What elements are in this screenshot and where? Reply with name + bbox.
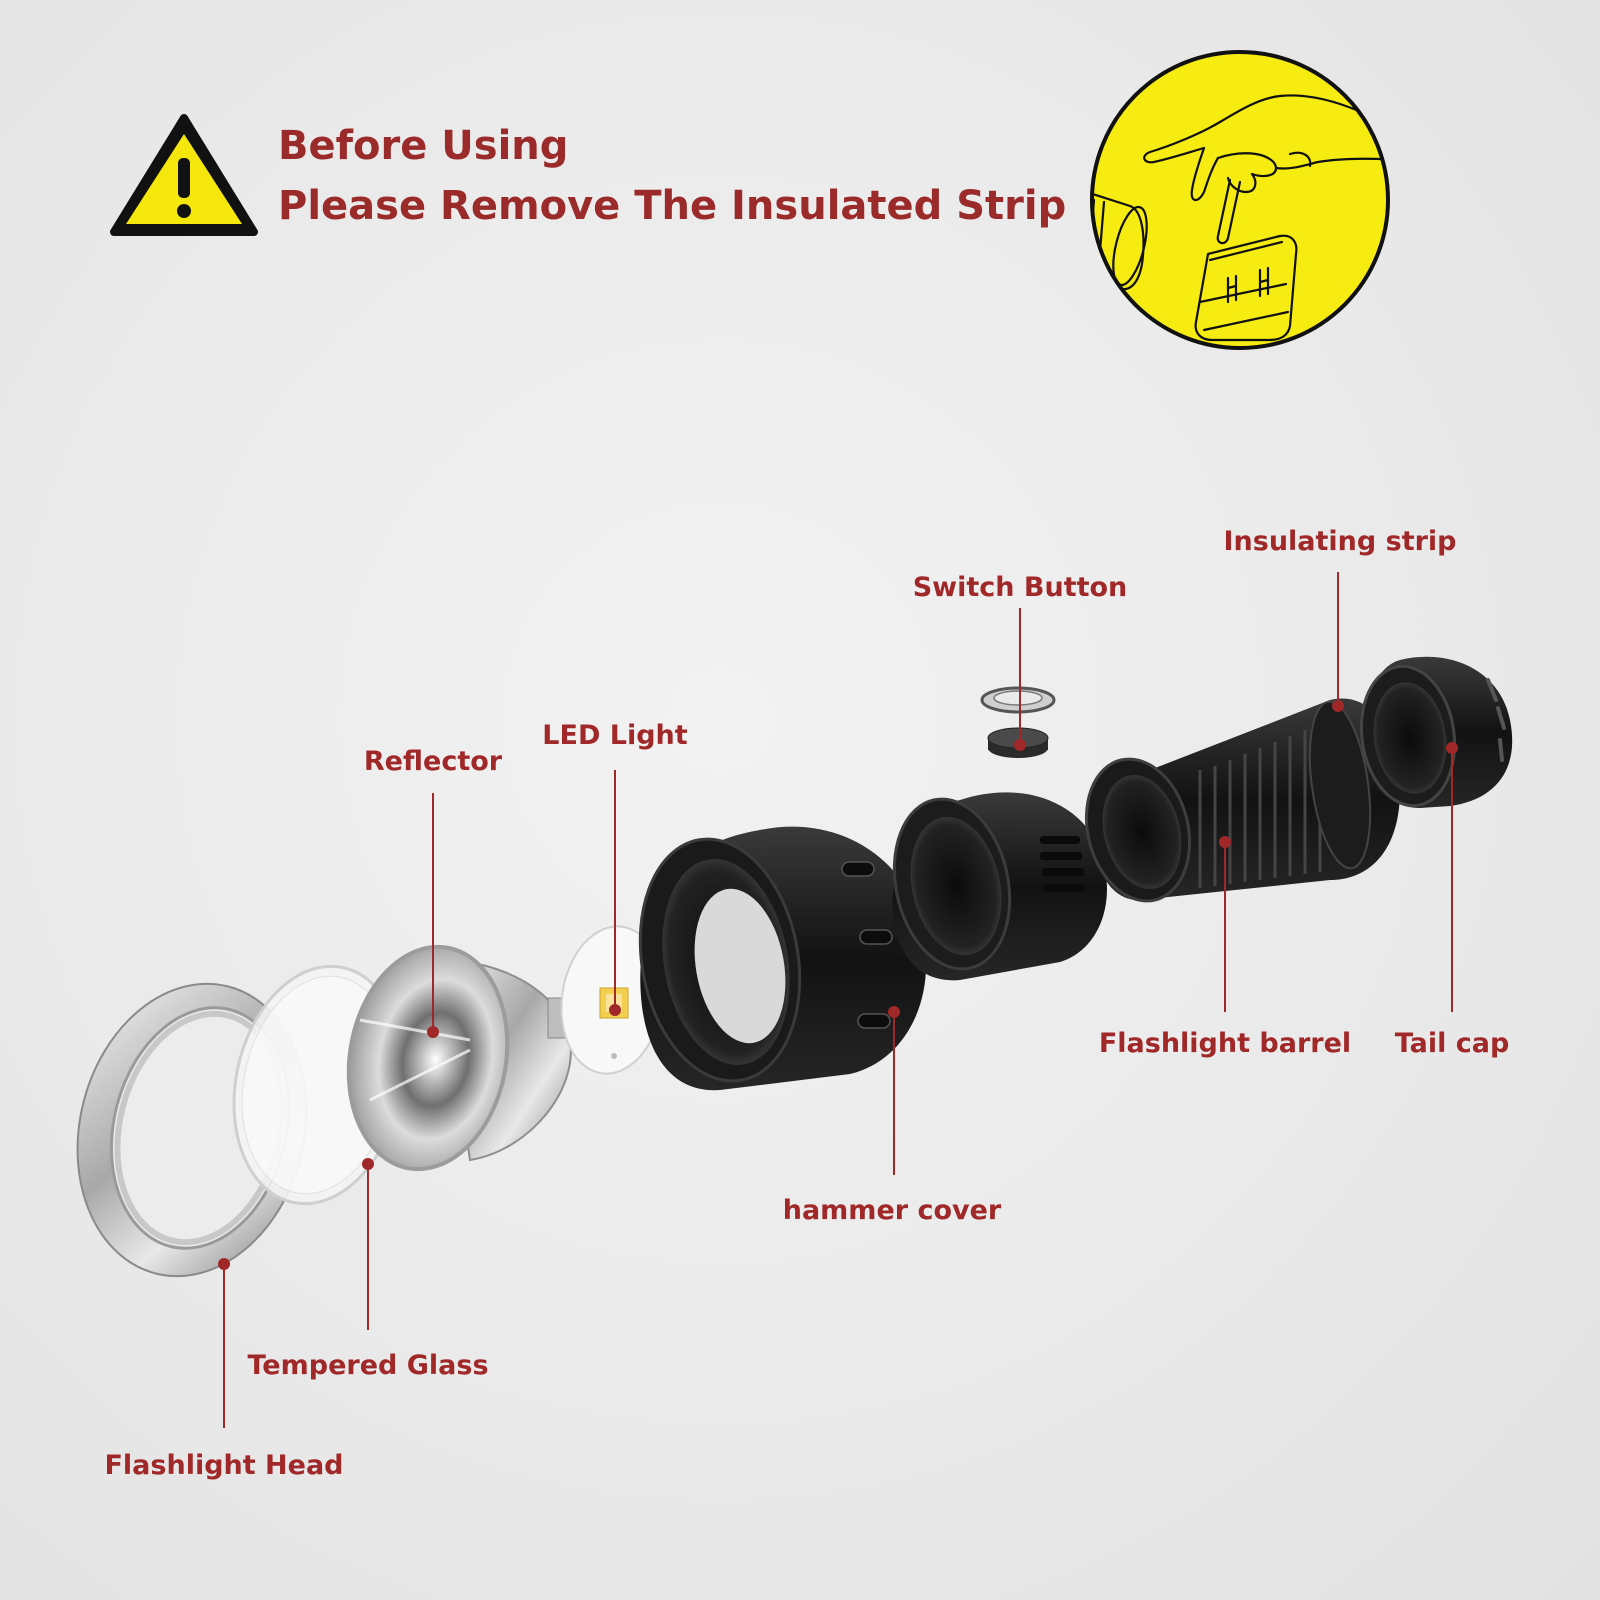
- label-hammer-cover: hammer cover: [782, 1195, 1002, 1226]
- label-flashlight-barrel: Flashlight barrel: [1098, 1028, 1352, 1059]
- label-insulating-strip: Insulating strip: [1223, 526, 1457, 557]
- label-reflector: Reflector: [363, 746, 503, 777]
- label-tail-cap: Tail cap: [1394, 1028, 1510, 1059]
- switch-button-part: [980, 686, 1056, 758]
- hammer-cover-part: [638, 826, 927, 1091]
- tail-cap-part: [1359, 656, 1513, 808]
- hand-removing-strip-illustration: [1090, 50, 1390, 350]
- warning-heading-line-1: Before Using: [278, 123, 569, 169]
- warning-triangle-icon: [110, 114, 258, 236]
- label-tempered-glass: Tempered Glass: [247, 1350, 489, 1381]
- switch-housing-part: [892, 792, 1107, 981]
- reflector-part: [346, 944, 572, 1172]
- label-flashlight-head: Flashlight Head: [104, 1450, 344, 1481]
- label-led-light: LED Light: [542, 720, 688, 751]
- flashlight-barrel-part: [1084, 698, 1400, 903]
- label-switch-button: Switch Button: [912, 572, 1128, 603]
- warning-heading-line-2: Please Remove The Insulated Strip: [278, 183, 1067, 229]
